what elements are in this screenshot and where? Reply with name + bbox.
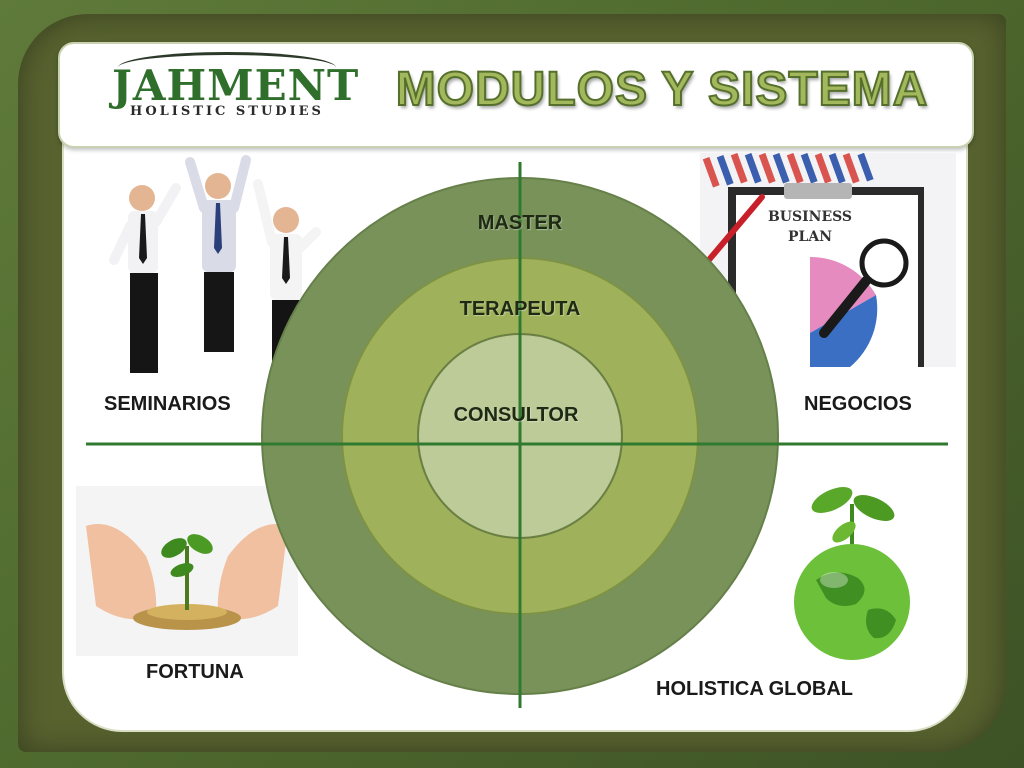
sprout-leaf-left (811, 487, 853, 513)
pie-slice-pink (810, 256, 876, 333)
header-bar (58, 42, 974, 148)
plant-leaf-left (161, 538, 187, 558)
quadrant-label-fortuna: FORTUNA (146, 661, 244, 683)
business-plan-line2: PLAN (788, 229, 832, 245)
logo-title: JAHMENT (112, 61, 360, 110)
slide-title: MODULOS Y SISTEMA (395, 62, 929, 117)
business-plan-line1: BUSINESS (768, 209, 852, 225)
pie-slice-blue (810, 295, 878, 367)
ring-label-terapeuta: TERAPEUTA (459, 298, 581, 320)
businessman-center (185, 155, 251, 352)
hand-left (86, 524, 157, 620)
green-globe-photo (794, 487, 910, 660)
quadrant-label-negocios: NEGOCIOS (804, 393, 912, 415)
plant-leaf-right (187, 534, 213, 554)
magnifier-handle (819, 276, 871, 338)
logo-subtitle: HOLISTIC STUDIES (130, 104, 324, 119)
clipboard-clip (784, 183, 852, 199)
ring-label-consultor: CONSULTOR (453, 404, 579, 426)
logo-arc (118, 52, 336, 83)
bar-pattern (702, 153, 874, 188)
hand-right (217, 524, 288, 620)
quadrant-label-holistica-global: HOLISTICA GLOBAL (656, 678, 854, 700)
magnifier-lens (859, 238, 909, 288)
pen (705, 194, 765, 264)
sprout-leaf-right (853, 495, 895, 521)
hands-plant-photo (76, 486, 298, 656)
ring-label-master: MASTER (477, 212, 563, 234)
businessman-left (109, 183, 181, 373)
quadrant-label-seminarios: SEMINARIOS (104, 393, 231, 415)
